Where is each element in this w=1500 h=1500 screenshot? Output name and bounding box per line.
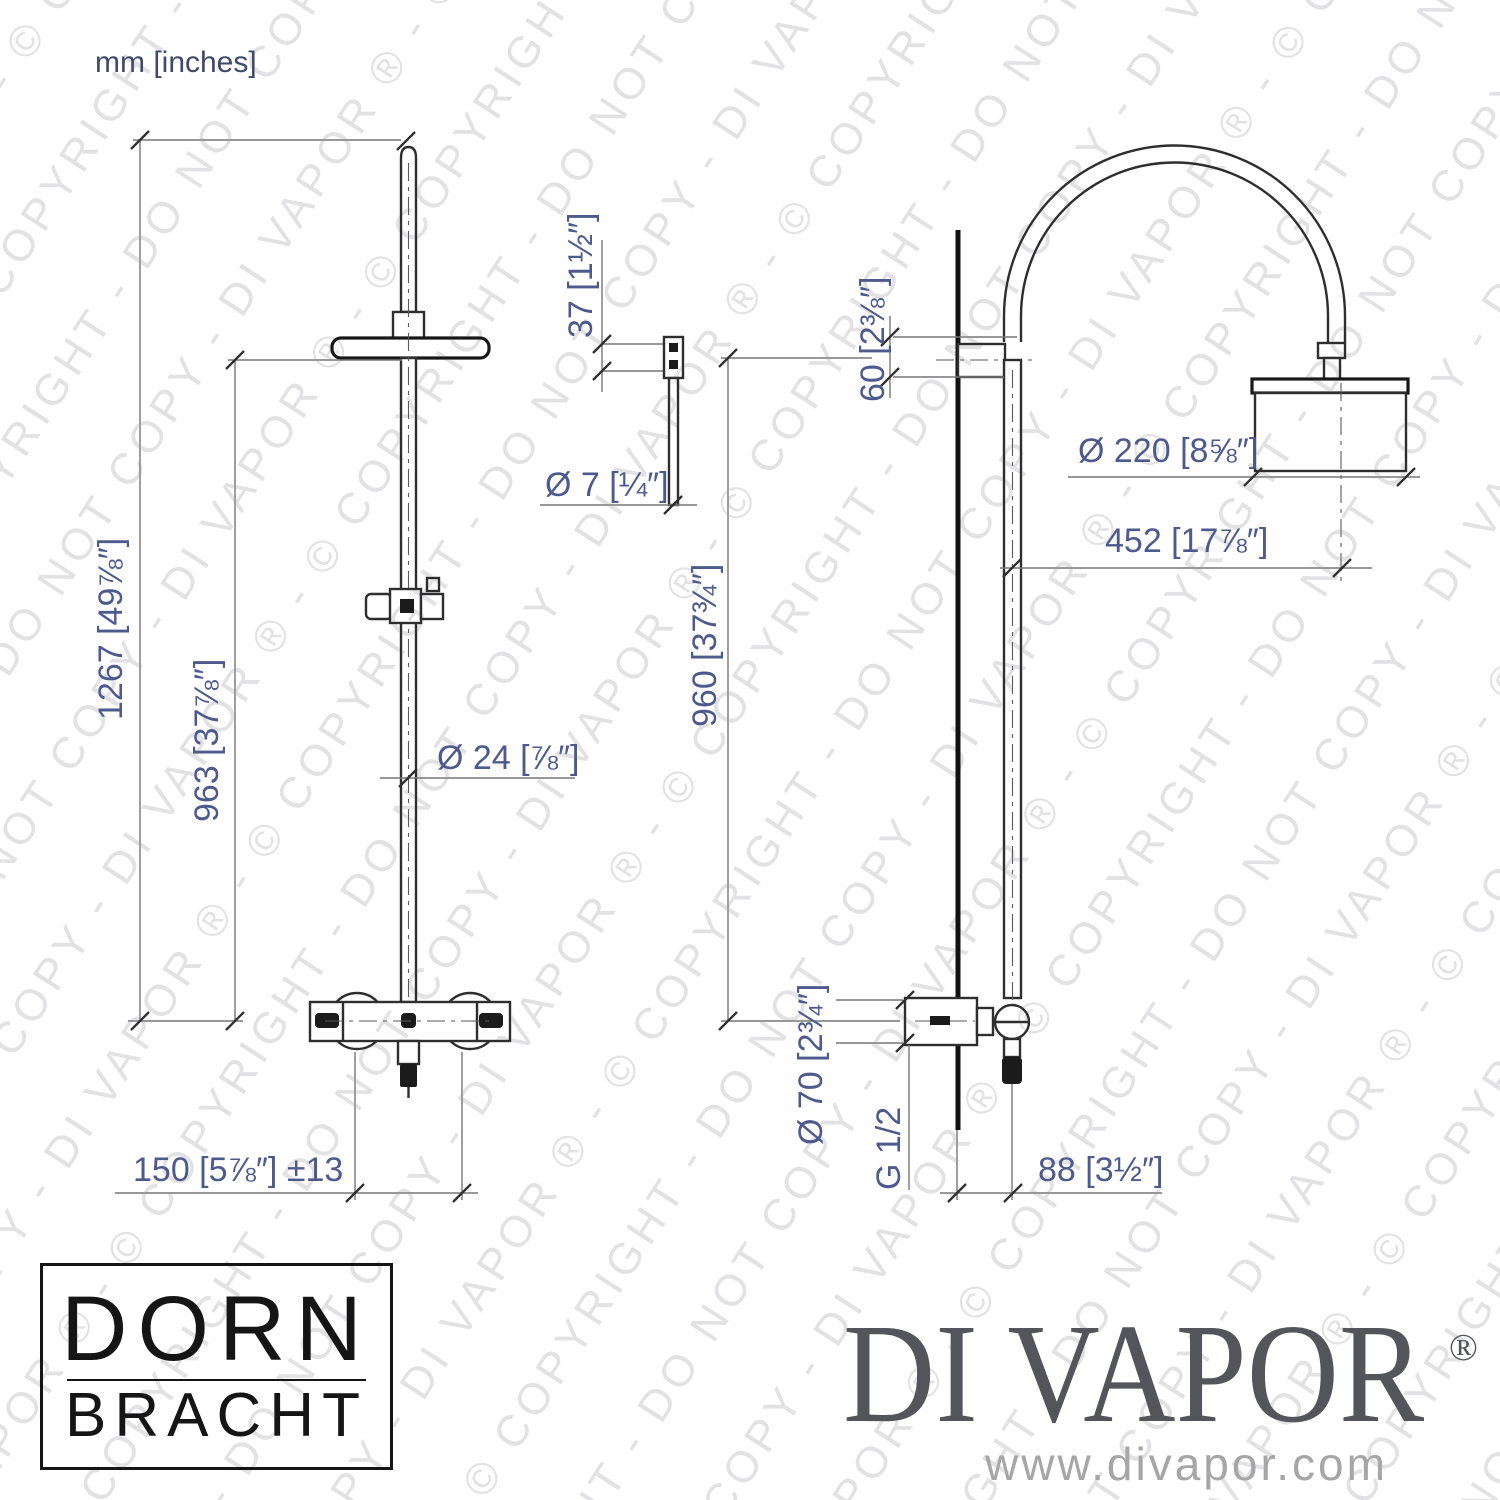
dim-valve-depth: Ø 70 [2¾″] [792,984,830,1145]
dim-wall-bracket-offset: 60 [2⅜″] [854,277,892,402]
divapor-website-url: www.divapor.com [985,1438,1388,1490]
dim-wall-offset: 88 [3½″] [1038,1151,1163,1189]
shower-head-side-body [1253,391,1408,473]
dim-head-diameter: Ø 220 [8⅝″] [1078,432,1258,470]
detail-view-drawing [540,240,697,507]
dimension-ticks [130,130,1416,1203]
dim-bar-height: 960 [37¾″] [686,564,724,727]
dornbracht-logo-divider [67,1379,366,1382]
units-label: mm [inches] [95,46,257,79]
shower-head-side-top [1250,377,1410,395]
front-view-dimension-lines [115,139,575,1200]
hand-shower-grip [1002,1057,1022,1084]
side-view-dimension-lines [721,316,1420,1200]
dim-connection-width: 150 [5⅞″] ±13 [133,1151,343,1189]
shower-arm-arc-inner [1019,161,1330,343]
registered-trademark-icon: ® [1449,1327,1478,1369]
dim-bracket-height: 37 [1½″] [562,213,600,338]
dim-total-height: 1267 [49⅞″] [92,538,130,720]
dim-bar-diameter: Ø 7 [¼″] [545,466,669,504]
riser-pipe-top [399,145,418,314]
dim-thread-size: G 1/2 [870,1107,908,1190]
shower-arm-arc-outer [1002,144,1347,343]
dornbracht-logo-bottom-text: BRACHT [65,1381,368,1451]
side-view-drawing [721,144,1420,1200]
dornbracht-logo-top-text: DORN [61,1277,372,1380]
slide-bar-detail [667,376,680,507]
dim-riser-diameter: Ø 24 [⅞″] [437,739,579,777]
slider-bracket [364,576,445,625]
shower-head-front [330,336,491,360]
dim-arm-reach: 452 [17⅞″] [1105,522,1268,560]
dim-upper-height: 963 [37⅞″] [188,659,226,822]
dornbracht-logo: DORN BRACHT [40,1263,393,1470]
thermostat-valve-front [308,991,512,1098]
divapor-logo: DI VAPOR [843,1294,1425,1452]
front-view-drawing [115,139,575,1200]
thermostat-valve-side [903,996,1031,1084]
